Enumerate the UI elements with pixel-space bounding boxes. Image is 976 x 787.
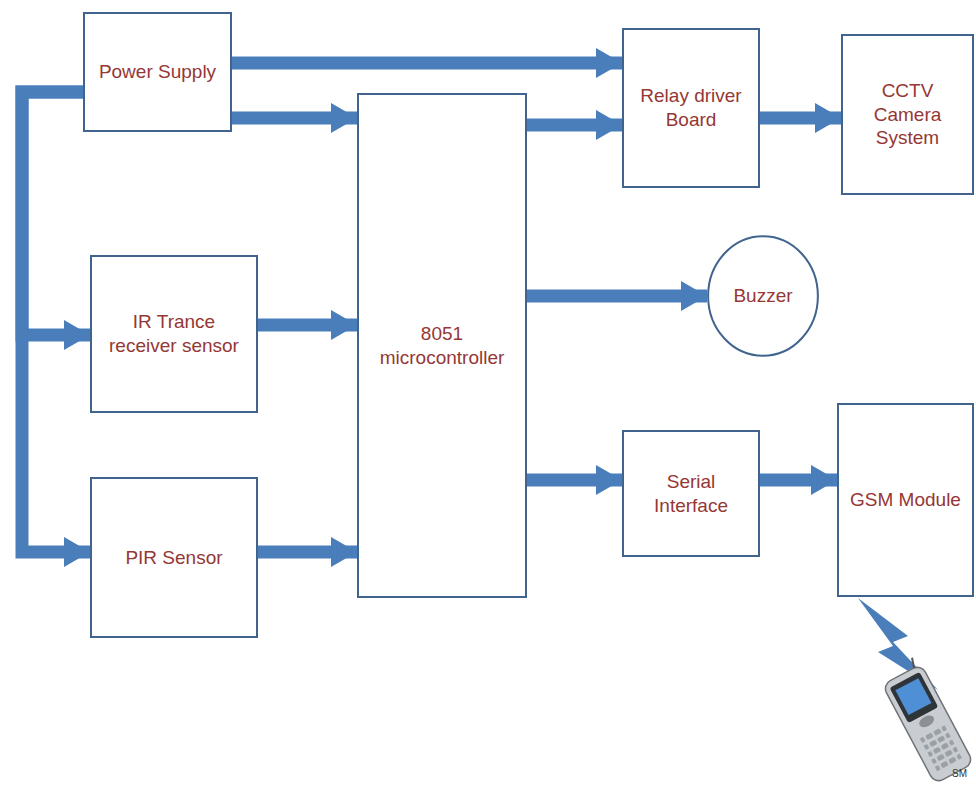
flow-arrow <box>232 112 357 125</box>
node-text: GSM Module <box>850 488 961 512</box>
flow-arrow <box>527 119 622 132</box>
sensor-box: PIR Sensor <box>90 477 258 638</box>
sensor-box: IR Trance receiver sensor <box>90 255 258 413</box>
node-text: Serial Interface <box>632 470 750 518</box>
driver-box: Relay driver Board <box>622 28 760 188</box>
node-text: Relay driver Board <box>632 84 750 132</box>
camera-box: CCTV Camera System <box>841 34 974 195</box>
flow-arrow <box>22 92 90 335</box>
flow-arrow <box>527 290 707 303</box>
flow-arrow <box>527 474 622 487</box>
node-text: Power Supply <box>99 60 216 84</box>
node-text: IR Trance receiver sensor <box>100 310 248 358</box>
supply-box: Power Supply <box>83 12 232 132</box>
node-text: Buzzer <box>733 284 792 308</box>
node-text: 8051 microcontroller <box>367 322 517 370</box>
flow-arrow <box>22 92 90 552</box>
node-text: CCTV Camera System <box>851 79 964 150</box>
node-text: PIR Sensor <box>125 546 222 570</box>
mobile-phone <box>878 655 974 783</box>
module-box: GSM Module <box>837 403 974 597</box>
flow-arrow <box>760 474 837 487</box>
controller-box: 8051 microcontroller <box>357 93 527 598</box>
buzzer-circle: Buzzer <box>707 235 819 357</box>
interface-box: Serial Interface <box>622 430 760 557</box>
flow-arrow <box>258 319 357 332</box>
flow-arrow <box>232 57 622 70</box>
flow-arrow <box>258 546 357 559</box>
watermark-label: SM <box>952 768 967 779</box>
flow-arrow <box>760 112 841 125</box>
